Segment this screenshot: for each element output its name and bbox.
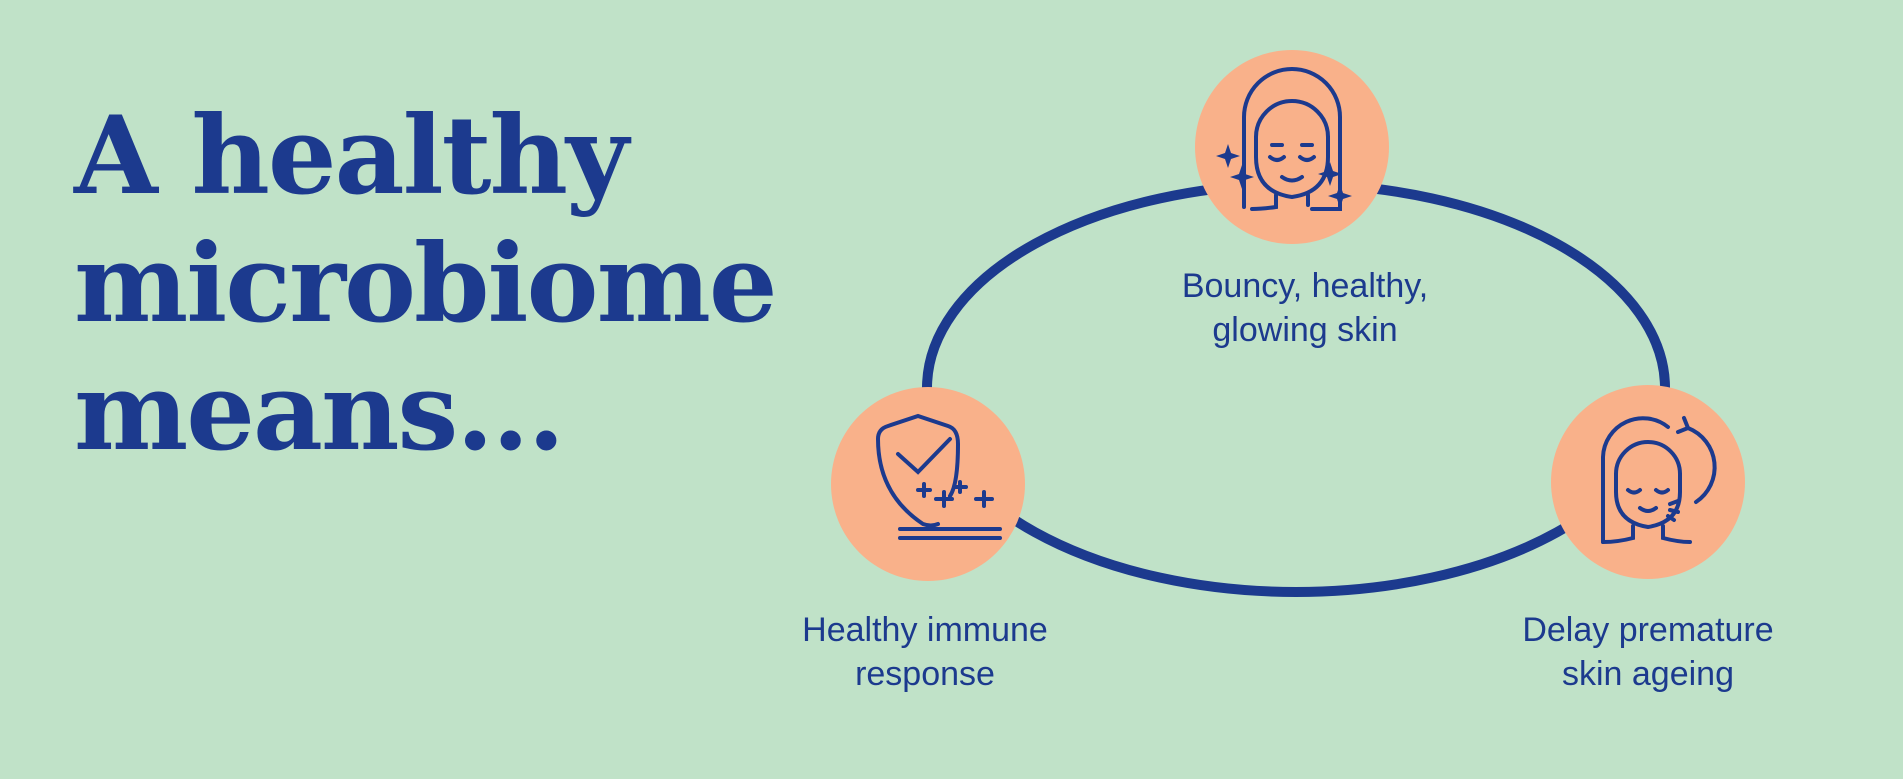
face-rewind-icon <box>1551 385 1745 579</box>
shield-check-icon <box>831 387 1025 581</box>
label-line: Delay premature <box>1522 611 1774 649</box>
benefit-label-delay-ageing: Delay premature skin ageing <box>1468 608 1828 696</box>
benefit-label-glowing-skin: Bouncy, healthy, glowing skin <box>1125 264 1485 352</box>
label-line: skin ageing <box>1561 655 1734 693</box>
page-title: A healthy microbiome means... <box>74 92 778 476</box>
cycle-ellipse <box>922 179 1670 597</box>
title-line: means... <box>74 349 565 475</box>
title-line: microbiome <box>74 221 778 347</box>
label-line: glowing skin <box>1212 311 1398 349</box>
label-line: response <box>855 655 995 693</box>
glowing-face-icon <box>1195 50 1389 244</box>
label-line: Bouncy, healthy, <box>1181 267 1429 305</box>
benefit-label-immune-response: Healthy immune response <box>745 608 1105 696</box>
label-line: Healthy immune <box>802 611 1048 649</box>
title-line: A healthy <box>74 93 629 219</box>
